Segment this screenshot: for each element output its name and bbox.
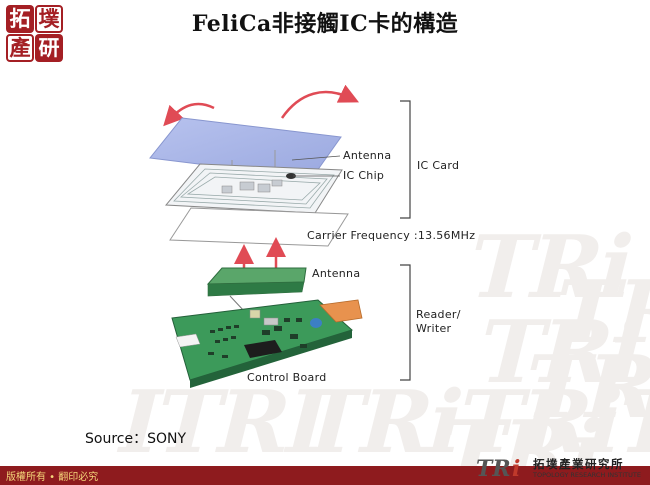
connector-icon: [319, 299, 363, 323]
lift-arrow-right: [280, 84, 360, 119]
svg-text:TR: TR: [476, 456, 511, 480]
label-antenna-card: Antenna: [343, 149, 392, 162]
tri-name-cn: 拓墣產業研究所: [533, 457, 624, 471]
seal-char: 墣: [35, 5, 63, 33]
ic-card-bracket: [400, 100, 411, 219]
slide-title: FeliCa非接觸IC卡的構造: [191, 11, 459, 37]
seal-char: 拓: [6, 5, 34, 33]
label-antenna-reader: Antenna: [312, 267, 361, 280]
board-components: [208, 318, 307, 358]
control-chip-icon: [244, 340, 282, 358]
footer-bar: [0, 466, 650, 485]
seal-char: 研: [35, 34, 63, 62]
tri-logo-icon: TR i: [476, 456, 520, 480]
source-credit: Source：SONY: [85, 431, 187, 447]
ic-chip-icon: [286, 173, 296, 179]
reader-writer-bracket: [400, 264, 411, 381]
label-reader-writer: Reader/ Writer: [416, 308, 461, 335]
label-control-board: Control Board: [247, 371, 327, 384]
seal-char: 產: [6, 34, 34, 62]
label-ic-chip: IC Chip: [343, 169, 385, 182]
label-carrier-frequency: Carrier Frequency :13.56MHz: [307, 229, 476, 242]
svg-text:i: i: [512, 456, 520, 480]
reader-antenna-board: [206, 267, 307, 285]
capacitor-icon: [310, 318, 322, 328]
card-base-layer: [169, 207, 349, 247]
copyright-text: 版權所有 • 翻印必究: [6, 472, 99, 483]
lift-arrow-left: [163, 102, 215, 127]
inlay-circuit-pattern: [221, 179, 283, 194]
leader-line-antenna: [291, 155, 341, 161]
brand-seal-logo: 拓 墣 產 研: [4, 3, 66, 63]
label-ic-card: IC Card: [417, 159, 460, 172]
tri-name-en: TOPOLOGY RESEARCH INSTITUTE: [533, 471, 641, 479]
